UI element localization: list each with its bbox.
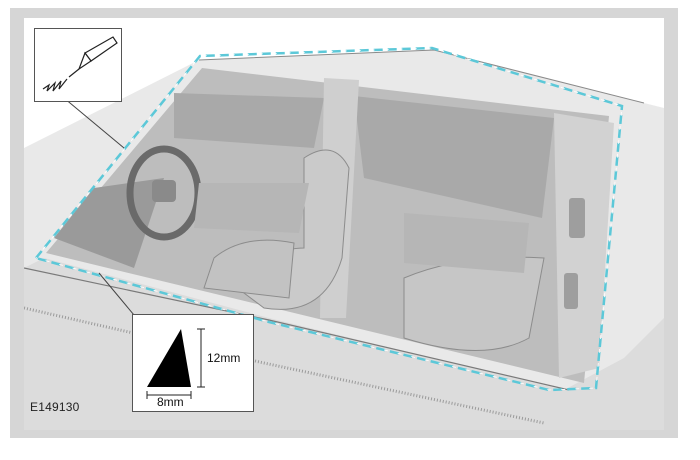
rear-door-trim: [404, 213, 529, 273]
pillar-cutout: [569, 198, 585, 238]
rear-window: [354, 96, 554, 218]
adhesive-applicator-icon: [42, 36, 118, 92]
ribbed-edge: [24, 306, 545, 425]
front-window: [174, 93, 324, 148]
body-edge-line: [24, 267, 570, 391]
bead-width-label: 8mm: [157, 395, 184, 409]
dashboard: [54, 178, 164, 268]
bead-profile-diagram: [146, 328, 205, 399]
seal-bead-path: [33, 46, 624, 392]
reference-code: E149130: [30, 400, 80, 414]
applicator-leader-line: [63, 97, 125, 149]
roof-edge-line: [198, 49, 645, 104]
bead-profile-callout: 12mm 8mm: [132, 314, 254, 412]
c-pillar: [554, 113, 614, 378]
applicator-callout: [34, 28, 122, 102]
illustration-panel: 12mm 8mm E149130: [24, 18, 664, 430]
pillar-cutout-lower: [564, 273, 578, 309]
bead-triangle: [147, 329, 191, 387]
front-seat-cushion: [203, 239, 295, 299]
steering-hub: [152, 180, 176, 202]
bead-height-label: 12mm: [207, 351, 241, 365]
front-door-trim: [194, 183, 309, 233]
